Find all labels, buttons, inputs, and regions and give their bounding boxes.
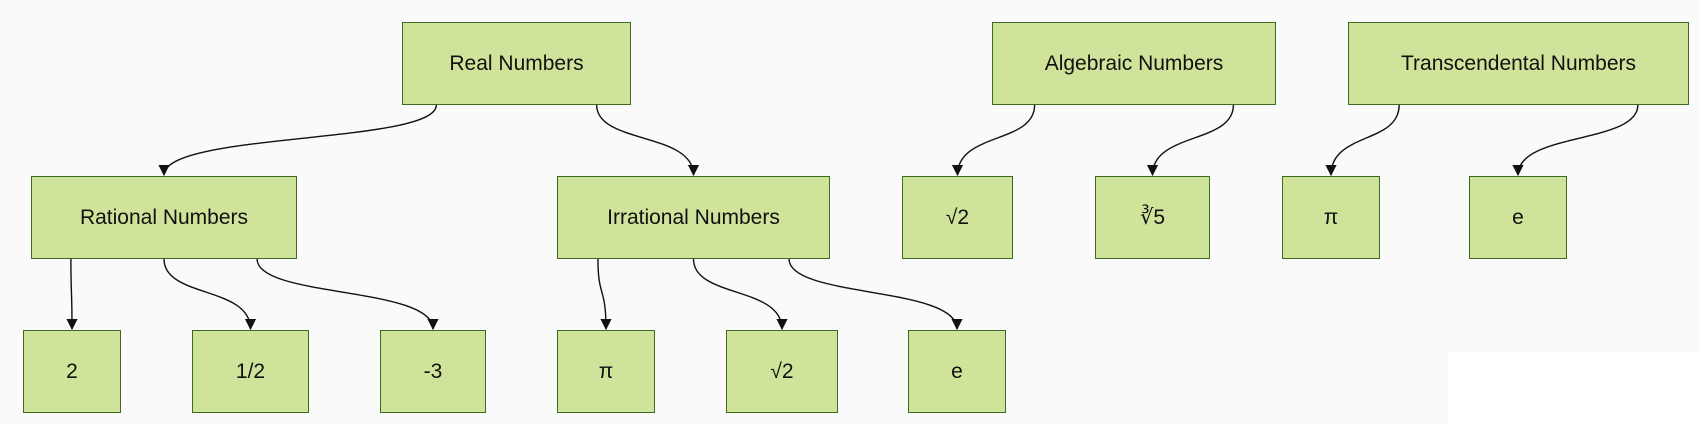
node-irrational-example-pi: π (557, 330, 655, 413)
node-irrational-numbers: Irrational Numbers (557, 176, 830, 259)
edge-rational-to-r_neg_three (256, 258, 439, 331)
node-irrational-example-e: e (908, 330, 1006, 413)
edge-irrational-to-i_e (788, 258, 963, 331)
edge-rational-to-r_two (66, 258, 78, 331)
edge-rational-to-r_half (163, 258, 257, 331)
edge-irrational-to-i_pi (597, 258, 612, 331)
edge-transcendental-to-t_pi (1325, 104, 1400, 177)
node-rational-example-2: 2 (23, 330, 121, 413)
node-real-numbers: Real Numbers (402, 22, 631, 105)
edge-algebraic-to-a_cbrt5 (1146, 104, 1235, 177)
node-algebraic-example-sqrt2: √2 (902, 176, 1013, 259)
edge-real-to-rational (158, 104, 438, 177)
node-transcendental-example-e: e (1469, 176, 1567, 259)
node-irrational-example-sqrt2: √2 (726, 330, 838, 413)
edge-real-to-irrational (595, 104, 700, 177)
edge-irrational-to-i_sqrt2 (692, 258, 788, 331)
node-transcendental-numbers: Transcendental Numbers (1348, 22, 1689, 105)
edge-algebraic-to-a_sqrt2 (951, 104, 1036, 177)
edge-transcendental-to-t_e (1512, 104, 1639, 177)
node-transcendental-example-pi: π (1282, 176, 1380, 259)
node-rational-numbers: Rational Numbers (31, 176, 297, 259)
node-rational-example-neg3: -3 (380, 330, 486, 413)
node-rational-example-half: 1/2 (192, 330, 309, 413)
node-algebraic-numbers: Algebraic Numbers (992, 22, 1276, 105)
corner-patch (1448, 352, 1700, 424)
node-algebraic-example-cbrt5: ∛5 (1095, 176, 1210, 259)
